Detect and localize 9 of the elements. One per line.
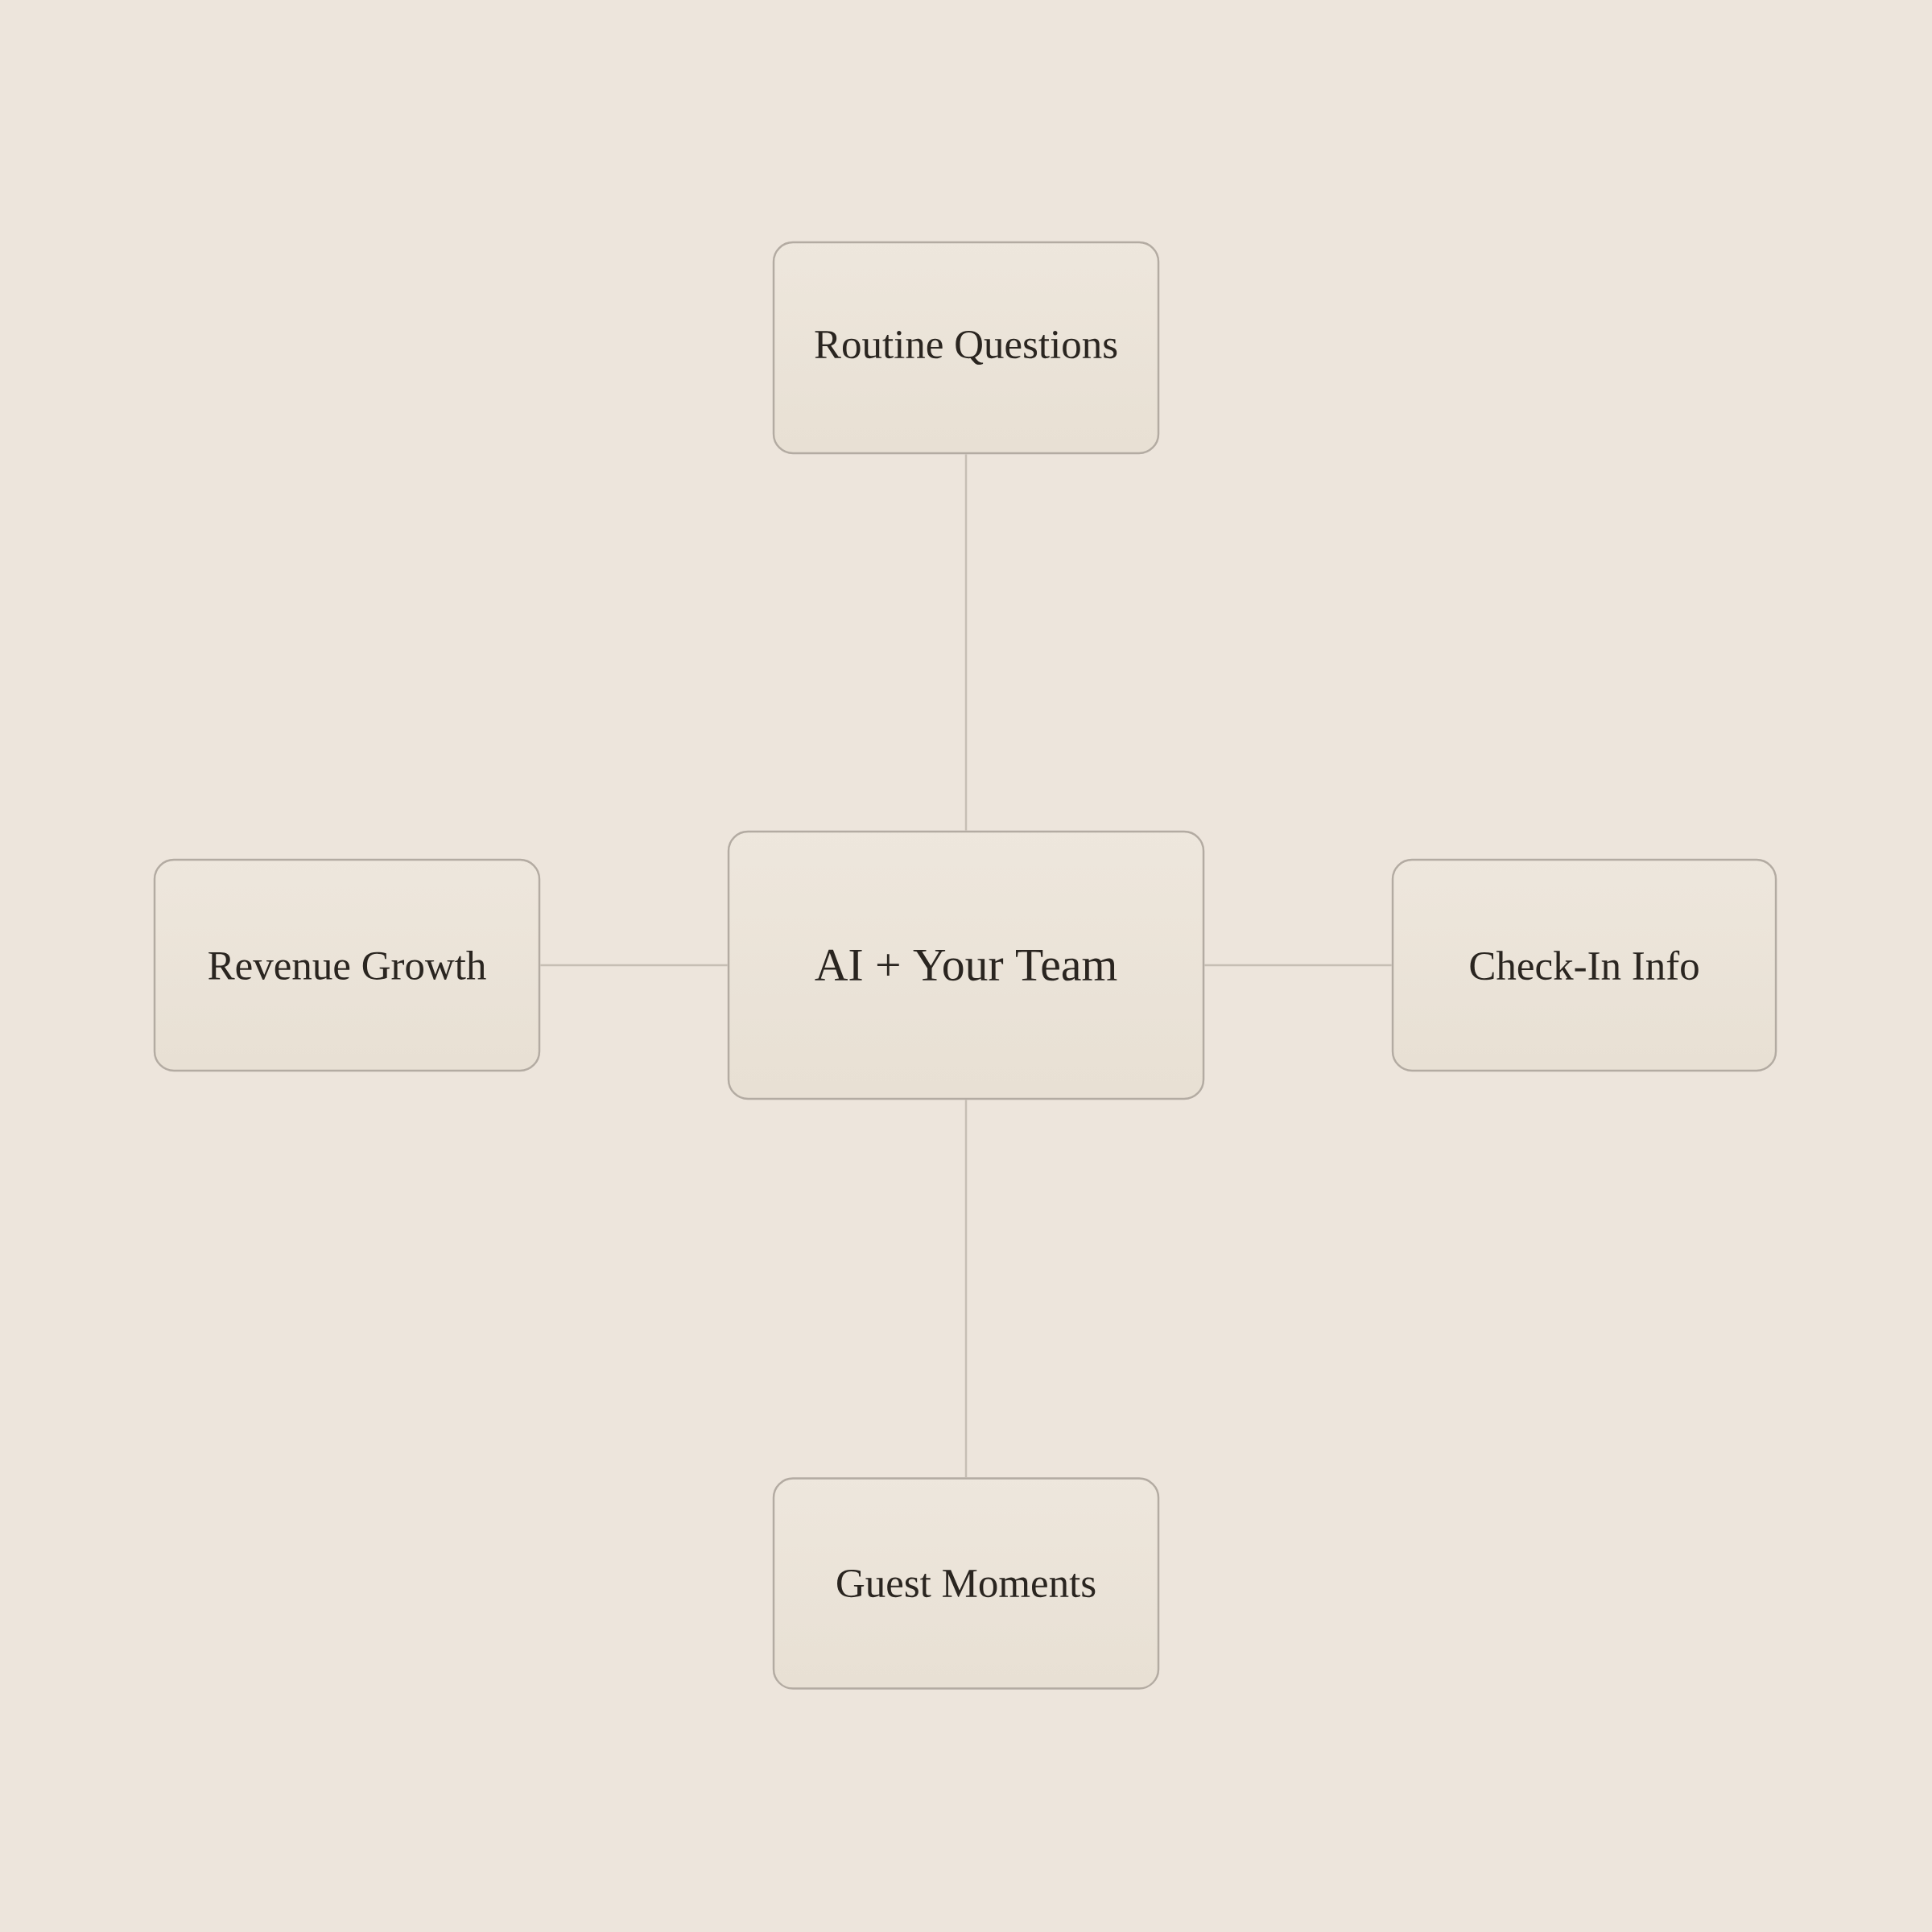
connector-line — [964, 454, 968, 831]
topic-box: Revenue Growth — [153, 858, 541, 1072]
topic-box: Routine Questions — [772, 241, 1160, 455]
topic-box: Check-In Info — [1391, 858, 1777, 1072]
connector-line — [540, 964, 728, 967]
center-box: AI + Your Team — [727, 830, 1205, 1100]
connector-line — [1204, 964, 1392, 967]
connector-line — [964, 1100, 968, 1478]
topic-box: Guest Moments — [772, 1477, 1160, 1690]
